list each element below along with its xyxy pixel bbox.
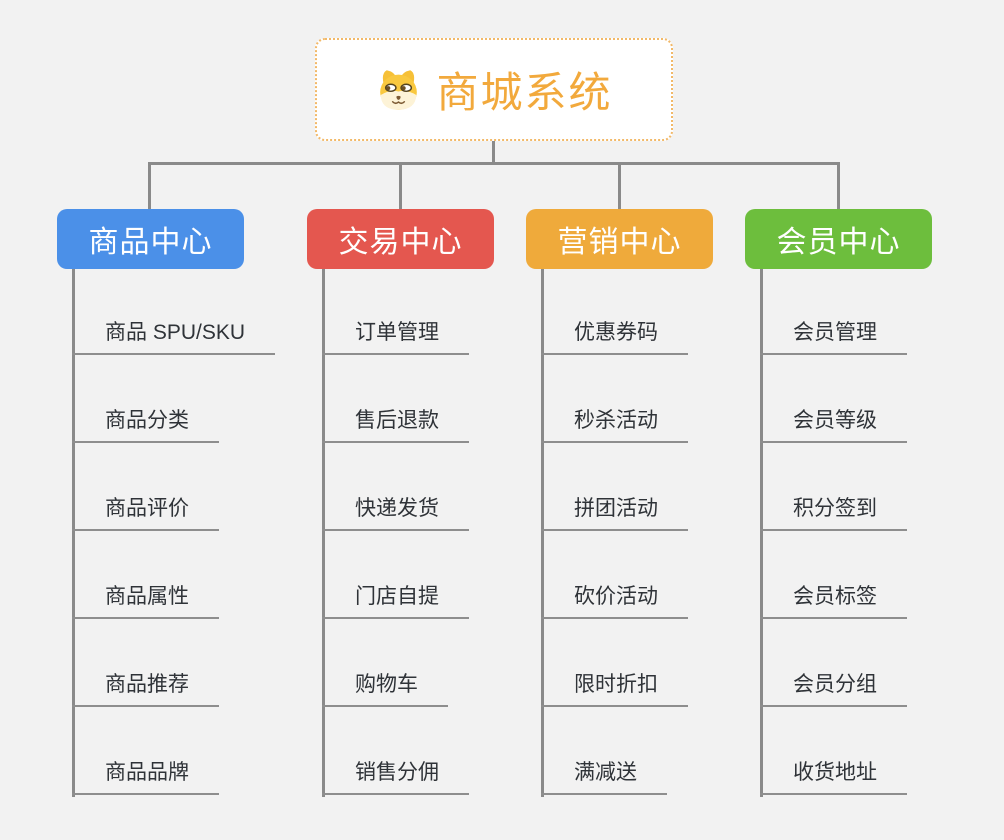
leaf-node[interactable]: 商品分类: [72, 407, 219, 443]
leaf-node[interactable]: 秒杀活动: [541, 407, 688, 443]
leaf-row: 积分签到: [760, 443, 907, 531]
connector-bus: [148, 162, 840, 165]
branch-trunk-trade: [322, 269, 325, 797]
leaf-node[interactable]: 商品评价: [72, 495, 219, 531]
connector-root-stem: [492, 141, 495, 163]
leaf-row: 满减送: [541, 707, 688, 795]
leaf-row: 优惠券码: [541, 267, 688, 355]
leaf-node[interactable]: 收货地址: [760, 759, 907, 795]
leaf-row: 售后退款: [322, 355, 469, 443]
branch-trunk-product: [72, 269, 75, 797]
leaf-node[interactable]: 满减送: [541, 759, 667, 795]
leaf-row: 商品评价: [72, 443, 275, 531]
leaf-row: 购物车: [322, 619, 469, 707]
branch-trunk-member: [760, 269, 763, 797]
leaf-node[interactable]: 快递发货: [322, 495, 469, 531]
leaf-row: 砍价活动: [541, 531, 688, 619]
leaf-row: 商品品牌: [72, 707, 275, 795]
dog-face-icon: [375, 68, 422, 112]
leaf-node[interactable]: 商品 SPU/SKU: [72, 319, 276, 355]
branch-label: 会员中心: [776, 226, 901, 259]
leaf-node[interactable]: 会员等级: [760, 407, 907, 443]
branch-trunk-marketing: [541, 269, 544, 797]
connector-drop-member: [837, 165, 840, 209]
leaf-row: 会员等级: [760, 355, 907, 443]
leaf-node[interactable]: 销售分佣: [322, 759, 469, 795]
leaf-row: 商品 SPU/SKU: [72, 267, 276, 355]
leaf-node[interactable]: 砍价活动: [541, 583, 688, 619]
leaf-node[interactable]: 会员管理: [760, 319, 907, 355]
leaf-row: 订单管理: [322, 267, 469, 355]
leaf-column-member: 会员管理 会员等级 积分签到 会员标签 会员分组 收货地址: [760, 267, 907, 795]
leaf-node[interactable]: 订单管理: [322, 319, 469, 355]
leaf-column-marketing: 优惠券码 秒杀活动 拼团活动 砍价活动 限时折扣 满减送: [541, 267, 688, 795]
leaf-row: 门店自提: [322, 531, 469, 619]
leaf-row: 商品分类: [72, 355, 275, 443]
connector-drop-product: [148, 165, 151, 209]
leaf-node[interactable]: 商品推荐: [72, 671, 219, 707]
leaf-node[interactable]: 积分签到: [760, 495, 907, 531]
leaf-node[interactable]: 商品属性: [72, 583, 219, 619]
leaf-row: 销售分佣: [322, 707, 469, 795]
connector-drop-trade: [399, 165, 402, 209]
leaf-node[interactable]: 售后退款: [322, 407, 469, 443]
leaf-node[interactable]: 限时折扣: [541, 671, 688, 707]
root-node[interactable]: 商城系统: [315, 38, 673, 141]
branch-label: 交易中心: [338, 226, 463, 259]
leaf-row: 快递发货: [322, 443, 469, 531]
leaf-node[interactable]: 会员分组: [760, 671, 907, 707]
branch-node-member-center[interactable]: 会员中心: [745, 209, 932, 269]
leaf-row: 商品推荐: [72, 619, 275, 707]
root-label: 商城系统: [436, 69, 613, 116]
branch-label: 商品中心: [88, 226, 213, 259]
leaf-row: 会员分组: [760, 619, 907, 707]
leaf-node[interactable]: 门店自提: [322, 583, 469, 619]
branch-node-trade-center[interactable]: 交易中心: [307, 209, 494, 269]
leaf-row: 会员标签: [760, 531, 907, 619]
leaf-node[interactable]: 拼团活动: [541, 495, 688, 531]
leaf-node[interactable]: 商品品牌: [72, 759, 219, 795]
leaf-row: 商品属性: [72, 531, 275, 619]
leaf-row: 收货地址: [760, 707, 907, 795]
leaf-row: 会员管理: [760, 267, 907, 355]
leaf-node[interactable]: 会员标签: [760, 583, 907, 619]
connector-drop-marketing: [618, 165, 621, 209]
branch-label: 营销中心: [557, 226, 682, 259]
leaf-row: 限时折扣: [541, 619, 688, 707]
branch-node-marketing-center[interactable]: 营销中心: [526, 209, 713, 269]
leaf-row: 拼团活动: [541, 443, 688, 531]
branch-node-product-center[interactable]: 商品中心: [57, 209, 244, 269]
leaf-node[interactable]: 优惠券码: [541, 319, 688, 355]
leaf-column-product: 商品 SPU/SKU 商品分类 商品评价 商品属性 商品推荐 商品品牌: [72, 267, 276, 795]
leaf-column-trade: 订单管理 售后退款 快递发货 门店自提 购物车 销售分佣: [322, 267, 469, 795]
leaf-node[interactable]: 购物车: [322, 671, 448, 707]
leaf-row: 秒杀活动: [541, 355, 688, 443]
